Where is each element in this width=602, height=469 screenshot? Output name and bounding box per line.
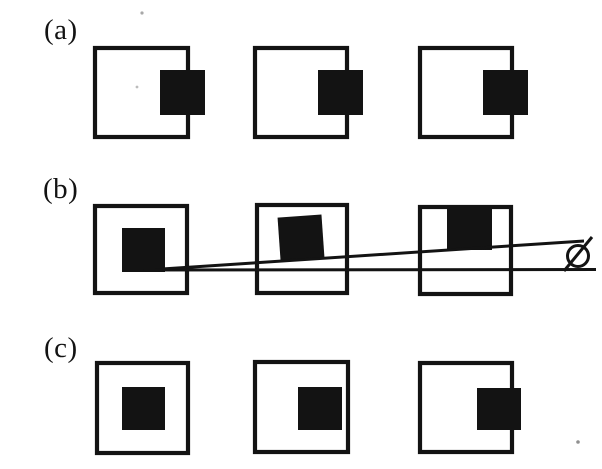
inner-square-b3 (447, 207, 492, 250)
panel-label-c: (c) (44, 332, 78, 364)
inner-square-c3 (477, 388, 521, 430)
inner-square-c2 (298, 387, 342, 430)
outer-square-c1 (94, 360, 191, 456)
inner-square-c1 (122, 387, 165, 430)
angle-phi-symbol-circle (566, 244, 590, 268)
scan-speck-2 (135, 85, 139, 89)
tilt-line (161, 239, 585, 271)
scan-speck-3 (576, 440, 580, 444)
inner-square-a1 (160, 70, 205, 115)
inner-square-b2 (277, 214, 325, 261)
angle-phi-symbol-slash (562, 236, 594, 272)
outer-square-c2 (252, 359, 351, 455)
inner-square-a3 (483, 70, 528, 115)
panel-label-a: (a) (44, 14, 78, 46)
inner-square-b1 (122, 228, 165, 272)
scan-speck-1 (140, 11, 144, 15)
outer-square-b2 (254, 202, 350, 296)
outer-square-b1 (92, 203, 190, 296)
inner-square-a2 (318, 70, 363, 115)
panel-label-b: (b) (43, 173, 78, 205)
reference-baseline (143, 268, 597, 272)
